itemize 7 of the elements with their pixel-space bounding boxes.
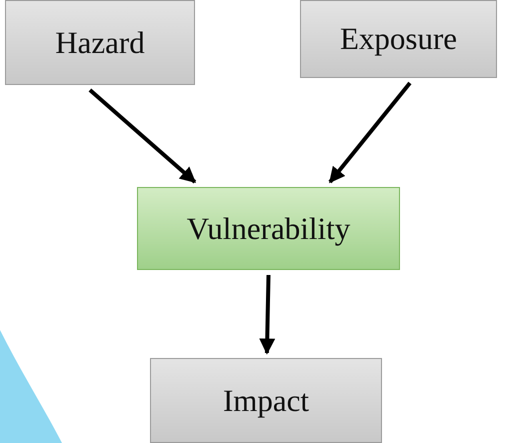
- arrow: [328, 82, 412, 184]
- process-box: Impact: [150, 358, 382, 443]
- arrow: [259, 274, 276, 355]
- process-box: Hazard: [5, 0, 195, 85]
- arrow: [88, 88, 196, 184]
- process-box: Vulnerability: [137, 187, 400, 270]
- process-box: Exposure: [300, 0, 497, 78]
